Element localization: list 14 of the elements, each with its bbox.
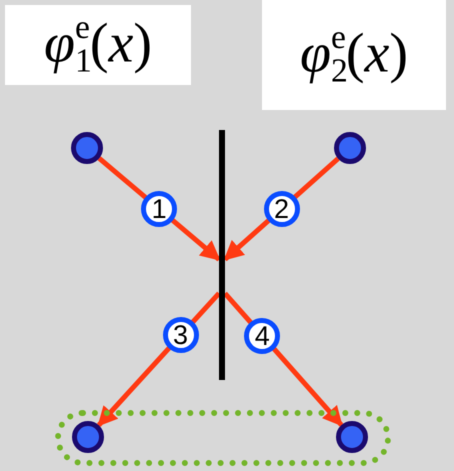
math-expression: φ$_{1}$$^{e}$(x) <box>44 11 152 79</box>
label-box <box>5 5 191 85</box>
dot <box>71 132 103 164</box>
math-expression: φ$_{2}$$^{e}$(x) <box>300 21 408 89</box>
group-outline <box>55 410 391 466</box>
divider-bar <box>219 130 225 380</box>
edge-label: 4 <box>244 318 280 354</box>
edge-label: 2 <box>264 190 300 227</box>
dot <box>336 421 368 453</box>
dot <box>334 132 366 164</box>
dot <box>72 421 104 453</box>
edge-label: 1 <box>141 190 178 227</box>
edge-label: 3 <box>162 317 199 354</box>
label-box <box>262 0 446 110</box>
